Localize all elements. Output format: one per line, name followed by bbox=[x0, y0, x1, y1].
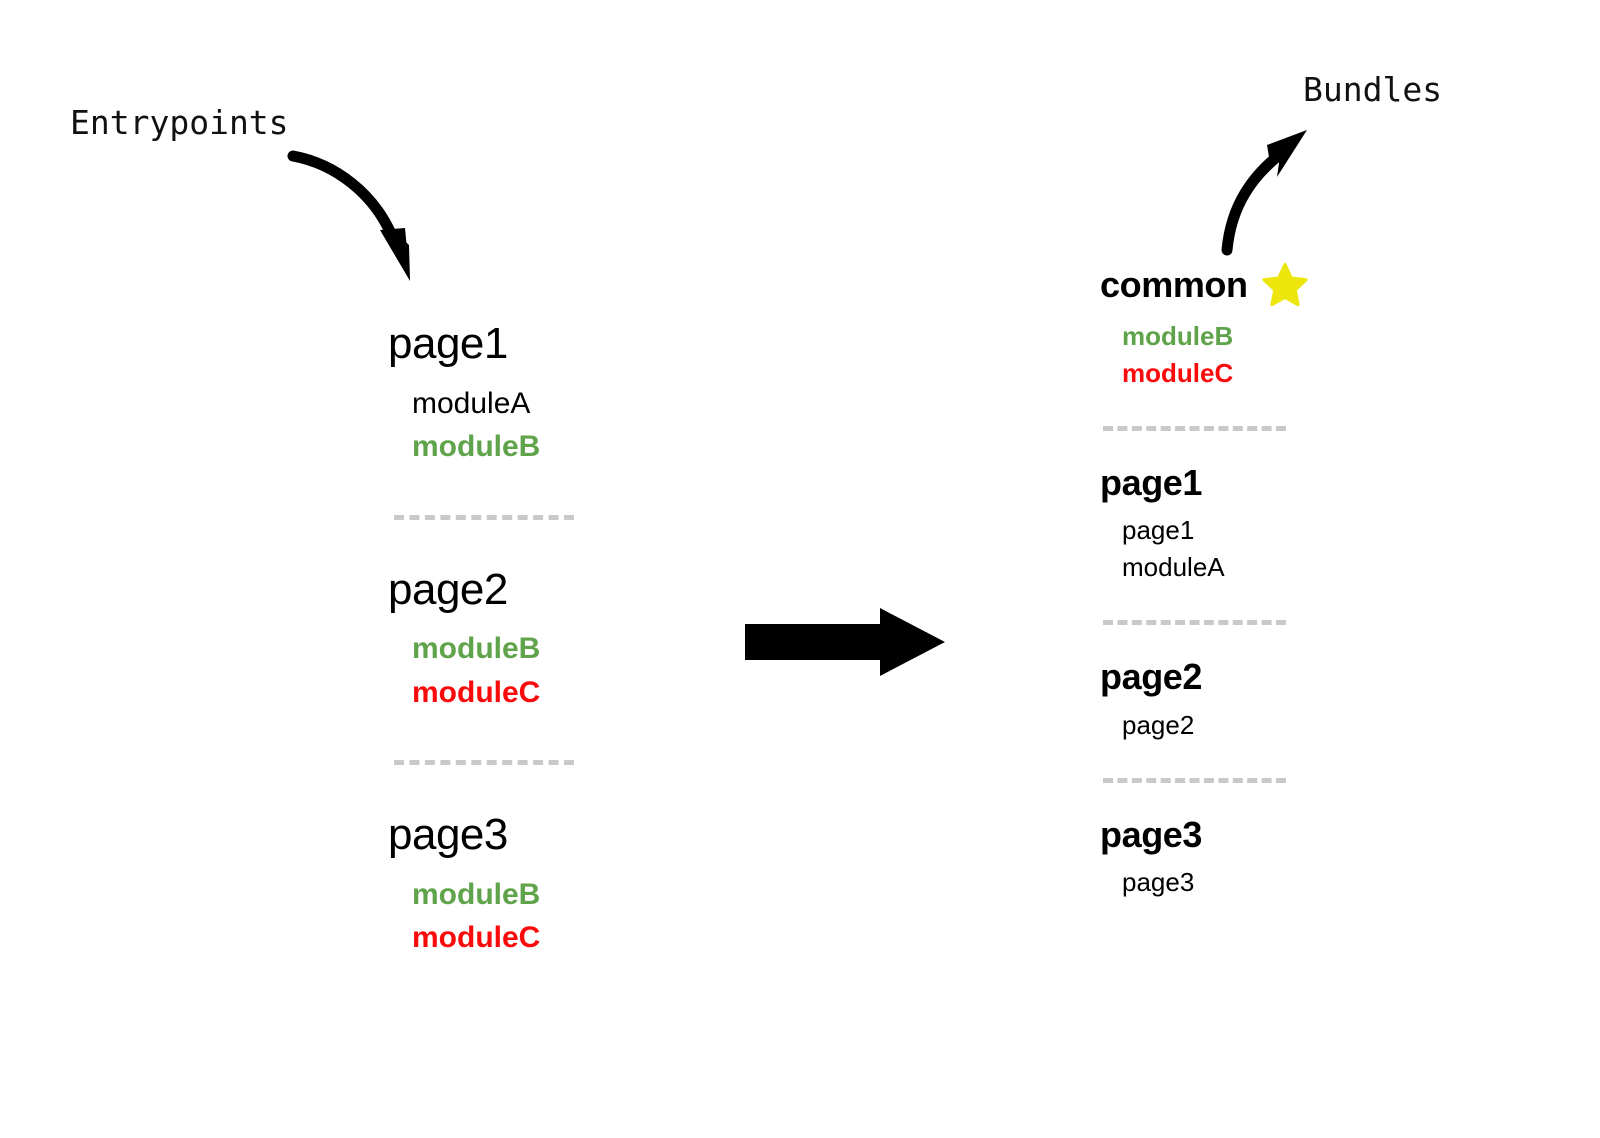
group-title-row: page3 bbox=[1100, 815, 1480, 855]
entrypoints-label: Entrypoints bbox=[70, 103, 289, 142]
group-title-row: common bbox=[1100, 262, 1480, 308]
entrypoint-group-page1: page1 moduleA moduleB bbox=[388, 320, 718, 469]
bundle-group-page3: page3 page3 bbox=[1100, 815, 1480, 902]
group-title: common bbox=[1100, 264, 1248, 306]
bundle-group-common: common moduleB moduleC bbox=[1100, 262, 1480, 392]
block-arrow-right-icon bbox=[745, 608, 945, 676]
group-title: page2 bbox=[1100, 656, 1203, 698]
module-item: moduleC bbox=[412, 921, 541, 955]
module-list: moduleA moduleB bbox=[388, 382, 718, 469]
entrypoint-group-page3: page3 moduleB moduleC bbox=[388, 811, 718, 960]
group-separator bbox=[394, 514, 574, 520]
curved-arrow-up-right-icon bbox=[1221, 130, 1307, 256]
module-list: moduleB moduleC bbox=[388, 627, 718, 714]
module-item: moduleB bbox=[412, 430, 541, 464]
star-icon bbox=[1262, 262, 1308, 308]
group-separator bbox=[1103, 620, 1286, 626]
module-item: moduleB bbox=[412, 877, 541, 911]
entrypoints-column: page1 moduleA moduleB page2 moduleB modu… bbox=[388, 320, 718, 960]
module-list: page2 bbox=[1100, 707, 1480, 744]
group-title-row: page1 bbox=[1100, 463, 1480, 503]
group-title-row: page2 bbox=[1100, 657, 1480, 697]
module-item: moduleA bbox=[1122, 552, 1225, 583]
bundles-column: common moduleB moduleC page1 page1 modul… bbox=[1100, 262, 1480, 901]
group-separator bbox=[1103, 425, 1286, 431]
module-item: moduleB bbox=[1122, 321, 1234, 351]
bundle-group-page2: page2 page2 bbox=[1100, 657, 1480, 744]
group-separator bbox=[394, 760, 574, 766]
module-item: page1 bbox=[1122, 515, 1195, 546]
group-title: page1 bbox=[388, 319, 508, 368]
module-item: page2 bbox=[1122, 709, 1195, 740]
curved-arrow-down-right-icon bbox=[287, 150, 410, 281]
group-separator bbox=[1103, 777, 1286, 783]
module-list: page1 moduleA bbox=[1100, 512, 1480, 586]
group-title: page1 bbox=[1100, 461, 1203, 503]
bundle-group-page1: page1 page1 moduleA bbox=[1100, 463, 1480, 586]
module-item: moduleC bbox=[412, 675, 541, 709]
module-item: page3 bbox=[1122, 867, 1195, 898]
group-title: page2 bbox=[388, 564, 508, 614]
bundles-label: Bundles bbox=[1303, 70, 1443, 109]
module-list: moduleB moduleC bbox=[388, 873, 718, 960]
module-list: moduleB moduleC bbox=[1100, 318, 1480, 392]
entrypoint-group-page2: page2 moduleB moduleC bbox=[388, 564, 718, 715]
group-title: page3 bbox=[1100, 813, 1203, 855]
group-title: page3 bbox=[388, 810, 508, 860]
module-item: moduleB bbox=[412, 632, 541, 666]
module-list: page3 bbox=[1100, 864, 1480, 901]
module-item: moduleC bbox=[1122, 357, 1234, 388]
module-item: moduleA bbox=[412, 386, 531, 420]
